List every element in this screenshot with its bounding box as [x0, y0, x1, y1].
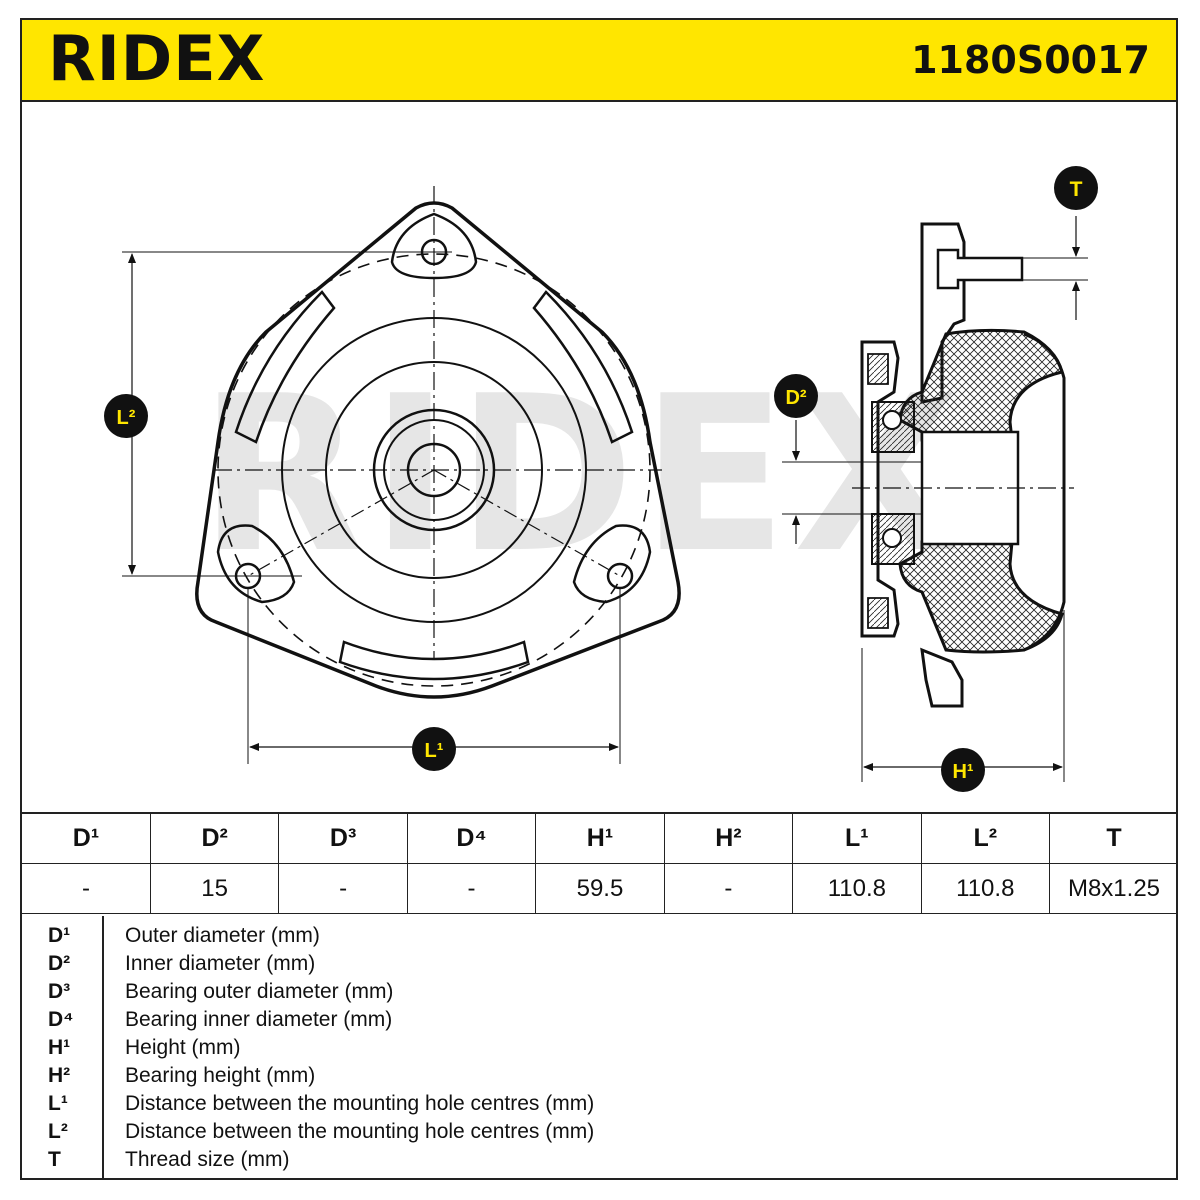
drawing-svg: RIDEX — [104, 166, 1098, 792]
rubber-body-lower — [898, 540, 1064, 654]
callout-t-label: T — [1070, 178, 1083, 201]
legend-key: D² — [48, 952, 71, 975]
slot-bottom — [338, 640, 530, 681]
stud — [936, 248, 1024, 290]
callout-l1: L¹ — [412, 727, 456, 771]
legend-item: D¹ Outer diameter (mm) — [22, 924, 1176, 952]
legend-desc: Distance between the mounting hole centr… — [125, 1092, 595, 1115]
part-number: 1180S0017 — [911, 38, 1150, 82]
legend-item: H¹ Height (mm) — [22, 1036, 1176, 1064]
slot-top-right — [532, 290, 634, 444]
spec-header-d3: D³ — [278, 812, 408, 864]
spec-value-h2: - — [663, 863, 794, 914]
legend-desc: Bearing inner diameter (mm) — [125, 1008, 393, 1031]
technical-drawing: RIDEX — [22, 102, 1176, 812]
legend-desc: Bearing outer diameter (mm) — [125, 980, 394, 1003]
legend-item: D² Inner diameter (mm) — [22, 952, 1176, 980]
spec-header-row: D¹ D² D³ D⁴ H¹ H² L¹ L² T — [22, 812, 1176, 864]
pad-top — [390, 212, 478, 280]
legend-item: T Thread size (mm) — [22, 1148, 1176, 1176]
callout-l2-label: L² — [117, 407, 136, 429]
legend-key: L¹ — [48, 1092, 68, 1115]
spec-header-h1: H¹ — [535, 812, 665, 864]
legend-item: D³ Bearing outer diameter (mm) — [22, 980, 1176, 1008]
spec-table: D¹ D² D³ D⁴ H¹ H² L¹ L² T - 15 - - 59.5 … — [22, 812, 1176, 914]
legend-desc: Bearing height (mm) — [125, 1064, 316, 1087]
flange-inner — [867, 353, 889, 629]
spec-header-l1: L¹ — [792, 812, 922, 864]
spec-value-d4: - — [406, 863, 537, 914]
callout-h1-label: H¹ — [952, 761, 973, 783]
product-sheet: RIDEX 1180S0017 RIDEX — [20, 18, 1178, 1180]
spec-header-d4: D⁴ — [406, 812, 537, 864]
legend-item: L¹ Distance between the mounting hole ce… — [22, 1092, 1176, 1120]
bearing-ball-lower — [882, 528, 902, 548]
legend-key: H¹ — [48, 1036, 71, 1059]
legend-key: D³ — [48, 980, 71, 1003]
spec-value-h1: 59.5 — [535, 863, 665, 914]
callout-d2-label: D² — [785, 387, 806, 409]
legend: D¹ Outer diameter (mm) D² Inner diameter… — [22, 916, 1176, 1178]
spec-value-t: M8x1.25 — [1049, 863, 1176, 914]
slot-top-left — [234, 290, 336, 444]
section-view — [782, 216, 1088, 782]
spec-value-d3: - — [278, 863, 408, 914]
housing-outline — [1023, 332, 1066, 652]
legend-key: T — [48, 1148, 61, 1171]
legend-key: H² — [48, 1064, 71, 1087]
radial-right — [433, 469, 621, 577]
spec-value-l1: 110.8 — [792, 863, 922, 914]
spec-value-row: - 15 - - 59.5 - 110.8 110.8 M8x1.25 — [22, 863, 1176, 914]
pad-left — [216, 524, 296, 604]
legend-desc: Thread size (mm) — [125, 1148, 290, 1171]
pad-right — [572, 524, 652, 604]
lower-seat — [920, 647, 964, 708]
spec-value-d2: 15 — [149, 863, 280, 914]
spec-header-l2: L² — [920, 812, 1051, 864]
legend-desc: Distance between the mounting hole centr… — [125, 1120, 595, 1143]
callout-l2: L² — [104, 394, 148, 438]
legend-item: H² Bearing height (mm) — [22, 1064, 1176, 1092]
radial-left — [247, 469, 435, 577]
callout-d2: D² — [774, 374, 818, 418]
spec-header-t: T — [1049, 812, 1176, 864]
spec-value-l2: 110.8 — [920, 863, 1051, 914]
legend-key: D⁴ — [48, 1008, 74, 1031]
spec-value-d1: - — [22, 863, 151, 914]
callout-h1: H¹ — [941, 748, 985, 792]
legend-key: D¹ — [48, 924, 71, 947]
spec-header-d2: D² — [149, 812, 280, 864]
legend-item: L² Distance between the mounting hole ce… — [22, 1120, 1176, 1148]
header-bar: RIDEX 1180S0017 — [22, 20, 1176, 102]
legend-desc: Height (mm) — [125, 1036, 241, 1059]
front-view — [122, 186, 681, 764]
spec-header-h2: H² — [663, 812, 794, 864]
bearing-ball-upper — [882, 410, 902, 430]
legend-desc: Inner diameter (mm) — [125, 952, 316, 975]
callout-t: T — [1054, 166, 1098, 210]
legend-divider — [102, 916, 104, 1178]
legend-item: D⁴ Bearing inner diameter (mm) — [22, 1008, 1176, 1036]
callout-l1-label: L¹ — [425, 740, 444, 762]
legend-key: L² — [48, 1120, 68, 1143]
legend-desc: Outer diameter (mm) — [125, 924, 320, 947]
mount-outline — [195, 201, 681, 699]
brand-logo: RIDEX — [48, 22, 266, 95]
spec-header-d1: D¹ — [22, 812, 151, 864]
